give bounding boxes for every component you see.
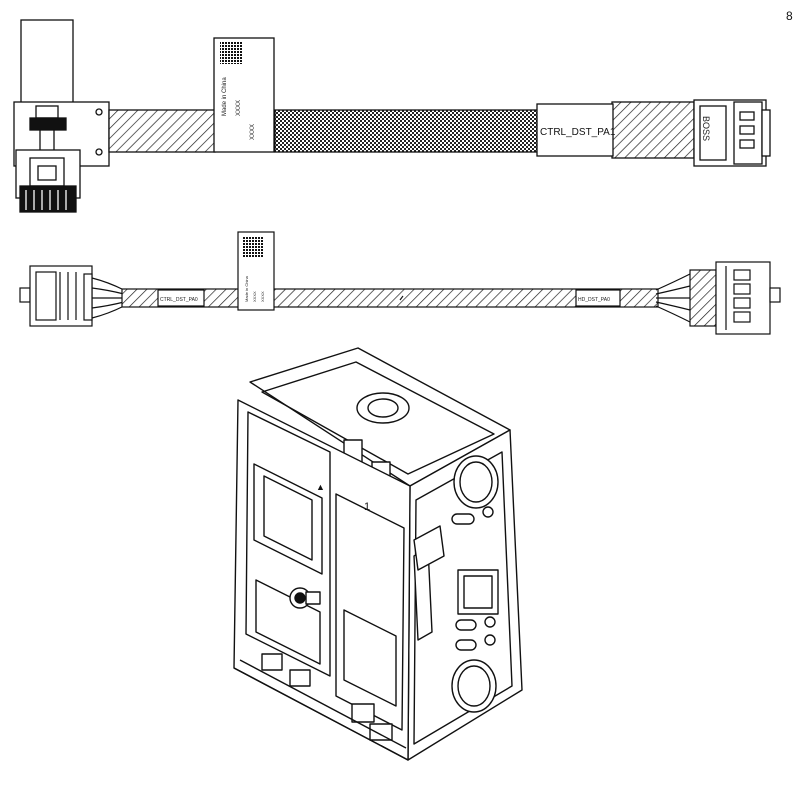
middle-cable-assembly: CTRL_DST_PA0 HD_DST_PA0 Made in China XX…	[19, 231, 781, 335]
middle-tag-text: Made in China XXXX XXXX	[244, 275, 265, 302]
cable-sleeve-hatched-left	[108, 109, 216, 153]
cable-sleeve-hatched-right	[611, 101, 695, 159]
top-tag-text: Made in China XXXX XXXX	[222, 77, 256, 140]
right-wire-fan	[655, 273, 691, 323]
left-connector	[19, 265, 93, 327]
bracket-arrow-mark: ▲	[316, 482, 325, 492]
right-face-hole-lower	[451, 659, 497, 713]
middle-tag-line-3: XXXX	[260, 291, 265, 302]
top-cable-assembly: 8 Made in China	[13, 9, 793, 213]
top-tag-qr-code	[220, 42, 242, 64]
right-connector	[689, 261, 781, 335]
middle-tag-line-2: XXXX	[252, 291, 257, 302]
middle-right-sleeve-label-box	[575, 289, 621, 307]
middle-tag-line-1: Made in China	[244, 275, 249, 302]
left-wire-fan	[91, 277, 125, 319]
top-tag-line-2: XXXX	[236, 100, 242, 116]
right-face-hole-upper	[453, 455, 499, 509]
top-cable-label-sleeve	[536, 103, 614, 157]
top-cable-label: CTRL_DST_PA1	[540, 127, 616, 138]
middle-left-sleeve-label: CTRL_DST_PA0	[160, 297, 198, 303]
drive-bracket: 1 ▲	[233, 347, 523, 761]
left-rotary-connector	[13, 19, 110, 213]
cable-seam-mark	[399, 295, 404, 301]
corner-mark: 8	[786, 9, 793, 23]
top-mount-hole	[356, 392, 410, 424]
middle-right-sleeve-label: HD_DST_PA0	[578, 297, 610, 303]
cable-braid	[274, 109, 538, 153]
top-tag-line-1: Made in China	[222, 77, 228, 116]
bracket-mark: 1	[364, 501, 370, 513]
right-boss-connector: BOSS	[693, 99, 771, 167]
top-tag-line-3: XXXX	[250, 124, 256, 140]
middle-left-sleeve-label-box	[157, 289, 205, 307]
middle-tag-qr-code	[242, 236, 264, 258]
connector-marking: BOSS	[701, 116, 711, 141]
